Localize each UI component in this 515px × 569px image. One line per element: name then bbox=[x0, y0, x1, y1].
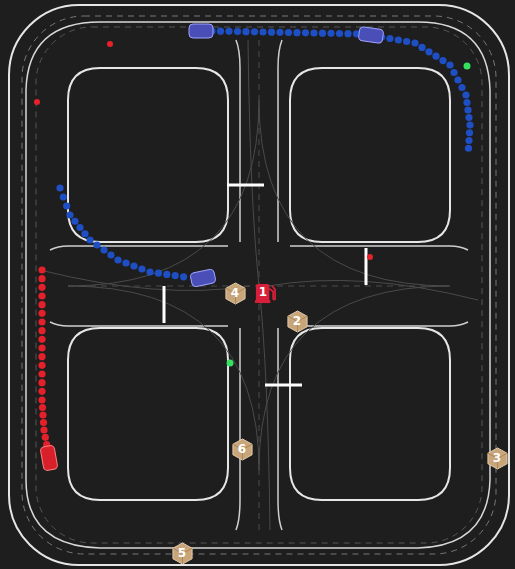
route-dot bbox=[268, 29, 275, 36]
lane-line bbox=[36, 27, 482, 543]
route-dot bbox=[172, 272, 179, 279]
route-dot bbox=[86, 236, 93, 243]
route-dot bbox=[107, 251, 114, 258]
route-dot bbox=[425, 48, 432, 55]
route-dot bbox=[38, 388, 45, 395]
route-dot bbox=[38, 336, 45, 343]
route-dot bbox=[114, 256, 121, 263]
route-dot bbox=[38, 353, 45, 360]
route-dot bbox=[40, 426, 47, 433]
route-dot bbox=[38, 344, 45, 351]
route-dot bbox=[38, 396, 45, 403]
route-dot bbox=[327, 30, 334, 37]
route-dot bbox=[458, 84, 465, 91]
route-dot bbox=[466, 121, 473, 128]
route-dot bbox=[39, 404, 46, 411]
package-box: 3 bbox=[486, 447, 509, 470]
route-dot bbox=[93, 241, 100, 248]
route-dot bbox=[39, 411, 46, 418]
route-dot bbox=[418, 44, 425, 51]
route-dot bbox=[259, 28, 266, 35]
route-dot bbox=[38, 327, 45, 334]
road-edge bbox=[26, 22, 490, 548]
lane-arc bbox=[40, 40, 478, 530]
route-dot bbox=[439, 57, 446, 64]
route-dot bbox=[411, 39, 418, 46]
route-dot bbox=[63, 202, 70, 209]
route-dot bbox=[450, 69, 457, 76]
route-dot bbox=[56, 184, 63, 191]
route-dot bbox=[76, 224, 83, 231]
route-dot bbox=[464, 106, 471, 113]
route-dot bbox=[60, 193, 67, 200]
package-box: 2 bbox=[286, 310, 309, 333]
route-dot bbox=[225, 28, 232, 35]
route-dot bbox=[432, 53, 439, 60]
route-dot bbox=[344, 30, 351, 37]
route-dot bbox=[38, 284, 45, 291]
route-dot bbox=[386, 35, 393, 42]
route-dot bbox=[146, 268, 153, 275]
route-dot bbox=[180, 273, 187, 280]
route-dot bbox=[465, 145, 472, 152]
route-dot bbox=[38, 275, 45, 282]
route-dot bbox=[285, 29, 292, 36]
route-dot bbox=[395, 36, 402, 43]
route-dot bbox=[42, 434, 49, 441]
route-dot bbox=[38, 362, 45, 369]
callout-number: 6 bbox=[238, 443, 246, 455]
route-dot bbox=[446, 61, 453, 68]
lane-line bbox=[22, 16, 496, 554]
callout-number: 4 bbox=[231, 287, 239, 299]
route-dot bbox=[38, 370, 45, 377]
route-dot bbox=[38, 266, 45, 273]
route-dot bbox=[130, 262, 137, 269]
route-dot bbox=[276, 29, 283, 36]
route-dot bbox=[302, 29, 309, 36]
route-dot bbox=[38, 292, 45, 299]
route-dot bbox=[454, 76, 461, 83]
stop-bar bbox=[164, 185, 366, 385]
road-edge bbox=[9, 5, 509, 565]
route-dot bbox=[122, 259, 129, 266]
route-dot bbox=[293, 29, 300, 36]
route-dot bbox=[38, 310, 45, 317]
route-dot bbox=[336, 30, 343, 37]
route-dot bbox=[251, 28, 258, 35]
route-dot bbox=[40, 419, 47, 426]
callout-number: 1 bbox=[259, 286, 267, 298]
route-dot bbox=[234, 28, 241, 35]
package-box: 6 bbox=[231, 438, 254, 461]
route-dot bbox=[465, 114, 472, 121]
route-dot bbox=[310, 29, 317, 36]
route-dot bbox=[403, 38, 410, 45]
package-box: 5 bbox=[171, 542, 194, 565]
route-dot bbox=[100, 246, 107, 253]
route-dot bbox=[38, 318, 45, 325]
route-dot bbox=[217, 28, 224, 35]
callout-number: 5 bbox=[178, 547, 186, 559]
route-dot bbox=[38, 301, 45, 308]
route-dot bbox=[463, 99, 470, 106]
callout-number: 2 bbox=[293, 315, 301, 327]
route-dot bbox=[466, 129, 473, 136]
route-dot bbox=[138, 265, 145, 272]
route-dot bbox=[155, 270, 162, 277]
route-dot bbox=[319, 30, 326, 37]
fuel-station: 1 bbox=[254, 281, 277, 304]
route-dot bbox=[163, 271, 170, 278]
route-dot bbox=[462, 91, 469, 98]
route-dot bbox=[465, 137, 472, 144]
route-dot bbox=[66, 211, 73, 218]
callout-number: 3 bbox=[493, 452, 501, 464]
package-box: 4 bbox=[224, 282, 247, 305]
car bbox=[40, 24, 384, 471]
route-dot bbox=[242, 28, 249, 35]
marker-dot bbox=[34, 41, 471, 367]
route-dot bbox=[71, 218, 78, 225]
route-dot bbox=[38, 379, 45, 386]
route-dot bbox=[81, 230, 88, 237]
